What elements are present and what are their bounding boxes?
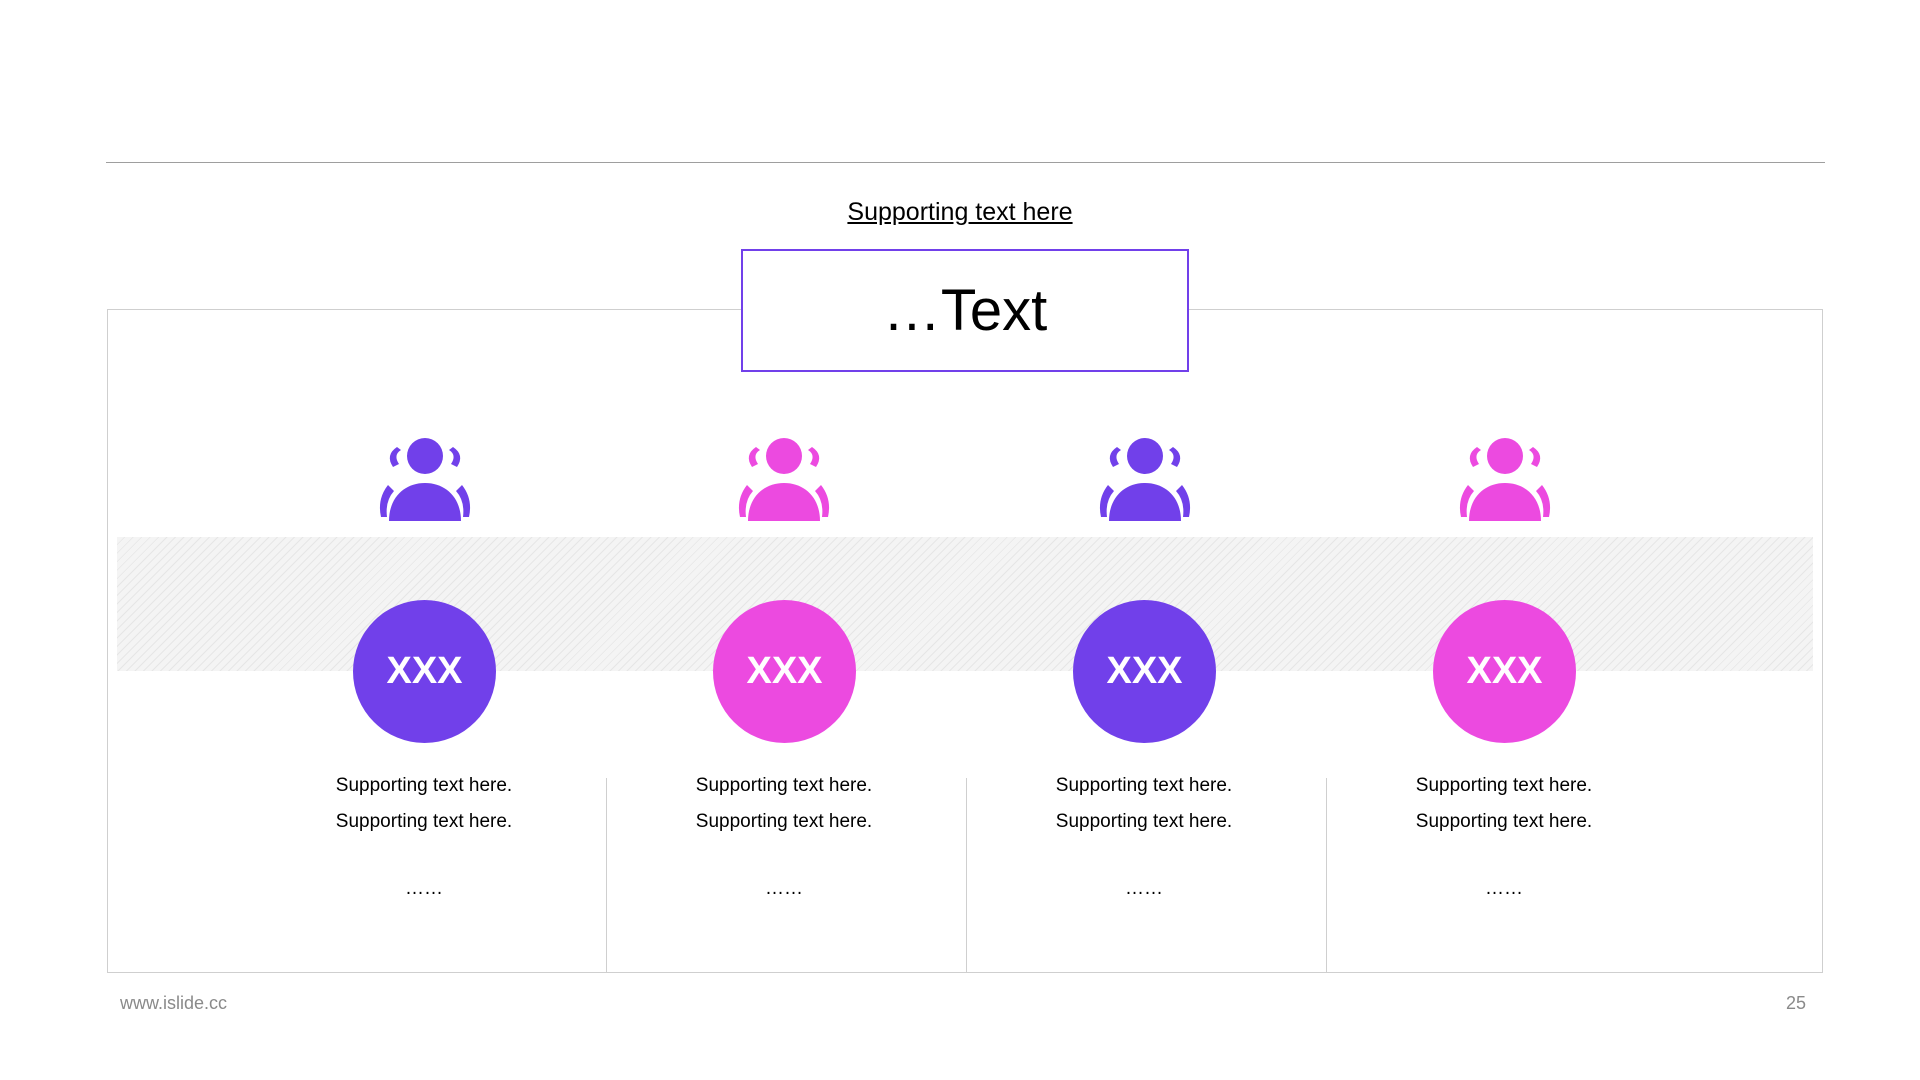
step-circle: XXX (353, 600, 496, 743)
user-group-icon (1459, 438, 1551, 521)
column-text-line: Supporting text here. (335, 775, 513, 796)
column-divider (966, 778, 967, 972)
top-divider (106, 162, 1825, 163)
column-ellipsis: …… (765, 878, 803, 899)
column-divider (1326, 778, 1327, 972)
user-group-icon (1099, 438, 1191, 521)
user-group-icon (379, 438, 471, 521)
column-text-line: Supporting text here. (1055, 775, 1233, 796)
column-text: Supporting text here. Supporting text he… (634, 768, 934, 900)
column-ellipsis: …… (1485, 878, 1523, 899)
user-group-icon (738, 438, 830, 521)
column-text: Supporting text here. Supporting text he… (994, 768, 1294, 900)
column-text-line: Supporting text here. (1055, 811, 1233, 832)
column-text-line: Supporting text here. (1415, 811, 1593, 832)
column-text: Supporting text here. Supporting text he… (1354, 768, 1654, 900)
column-ellipsis: …… (405, 878, 443, 899)
footer-url[interactable]: www.islide.cc (120, 993, 228, 1013)
column-divider (606, 778, 607, 972)
step-circle: XXX (1433, 600, 1576, 743)
column-text-line: Supporting text here. (695, 811, 873, 832)
step-circle: XXX (713, 600, 856, 743)
supporting-text-link[interactable]: Supporting text here (847, 198, 1073, 226)
page-number: 25 (1786, 993, 1807, 1013)
title-box: …Text (741, 249, 1189, 372)
column-ellipsis: …… (1125, 878, 1163, 899)
column-text-line: Supporting text here. (695, 775, 873, 796)
step-circle: XXX (1073, 600, 1216, 743)
column-text: Supporting text here. Supporting text he… (274, 768, 574, 900)
column-text-line: Supporting text here. (335, 811, 513, 832)
column-text-line: Supporting text here. (1415, 775, 1593, 796)
